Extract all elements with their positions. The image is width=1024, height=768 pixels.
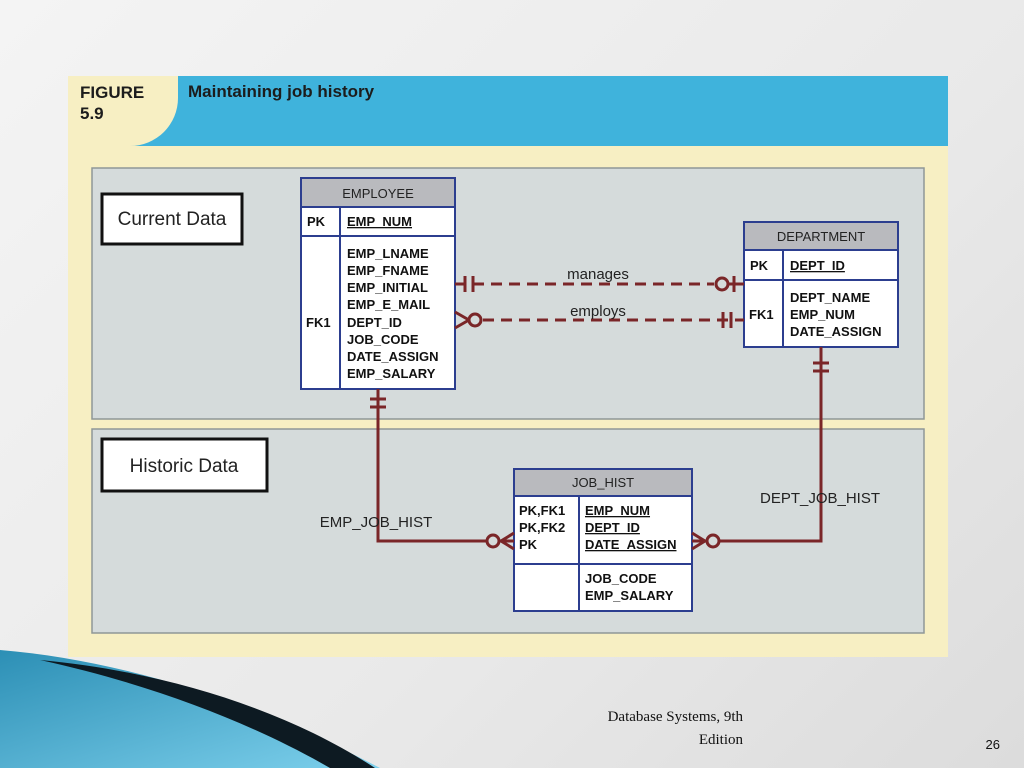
employee-attr: EMP_FNAME (347, 263, 429, 278)
employee-attr: EMP_INITIAL (347, 280, 428, 295)
historic-data-label-box (100, 437, 269, 493)
department-attr: DATE_ASSIGN (790, 324, 882, 339)
manages-label: manages (567, 266, 629, 283)
slide-caption: Database Systems, 9th Edition (540, 706, 743, 752)
caption-line: Edition (698, 732, 743, 748)
entity-job-hist: JOB_HIST PK,FK1 PK,FK2 PK EMP_NUM DEPT_I… (513, 468, 693, 612)
relationship-manages (455, 276, 744, 292)
job-hist-entity-name: JOB_HIST (572, 475, 634, 490)
figure-label: FIGURE (80, 83, 145, 102)
page-number: 26 (985, 737, 1000, 752)
job-hist-attr: EMP_SALARY (585, 588, 674, 603)
department-attr: DEPT_NAME (790, 290, 871, 305)
employee-entity-name: EMPLOYEE (342, 186, 414, 201)
figure: FIGURE 5.9 Maintaining job history Curre… (68, 76, 948, 657)
job-hist-key-attr: DATE_ASSIGN (585, 537, 677, 552)
employee-fk-marker: FK1 (306, 315, 331, 330)
job-hist-key-marker: PK,FK2 (519, 520, 565, 535)
employee-attr: DATE_ASSIGN (347, 349, 439, 364)
relationship-employs (454, 310, 744, 330)
entity-employee: EMPLOYEE PK EMP_NUM FK1 EMP_LNAME EMP_FN… (300, 177, 456, 390)
dept-job-hist-label: DEPT_JOB_HIST (760, 490, 880, 507)
job-hist-attr: JOB_CODE (585, 571, 657, 586)
relationship-emp-job-hist (370, 389, 515, 551)
emp-job-hist-label: EMP_JOB_HIST (320, 514, 433, 531)
current-data-label-box (100, 192, 244, 246)
employee-pk-marker: PK (307, 214, 326, 229)
employee-attr: EMP_SALARY (347, 366, 436, 381)
employee-attr: JOB_CODE (347, 332, 419, 347)
employee-pk-attr: EMP_NUM (347, 214, 412, 229)
department-pk-attr: DEPT_ID (790, 258, 845, 273)
figure-number: FIGURE 5.9 (80, 82, 144, 124)
employee-attr: EMP_LNAME (347, 246, 429, 261)
entity-department: DEPARTMENT PK DEPT_ID FK1 DEPT_NAME EMP_… (743, 221, 899, 348)
department-fk-marker: FK1 (749, 307, 774, 322)
employee-attr: DEPT_ID (347, 315, 402, 330)
figure-header-band (68, 76, 948, 146)
erd-diagram: Current Data Historic Data EMPLOYEE PK E… (91, 167, 925, 634)
job-hist-key-marker: PK (519, 537, 538, 552)
current-data-label: Current Data (118, 209, 227, 230)
caption-line: Database Systems, 9th (607, 709, 743, 725)
employs-label: employs (570, 303, 626, 320)
job-hist-key-attr: EMP_NUM (585, 503, 650, 518)
department-entity-name: DEPARTMENT (777, 229, 865, 244)
department-attr: EMP_NUM (790, 307, 855, 322)
figure-title: Maintaining job history (188, 82, 375, 101)
relationship-dept-job-hist (691, 347, 829, 551)
figure-number-value: 5.9 (80, 104, 104, 123)
department-pk-marker: PK (750, 258, 769, 273)
historic-data-label: Historic Data (130, 456, 239, 477)
employee-attr: EMP_E_MAIL (347, 297, 430, 312)
figure-number-tab (68, 76, 178, 146)
job-hist-key-attr: DEPT_ID (585, 520, 640, 535)
job-hist-key-marker: PK,FK1 (519, 503, 565, 518)
